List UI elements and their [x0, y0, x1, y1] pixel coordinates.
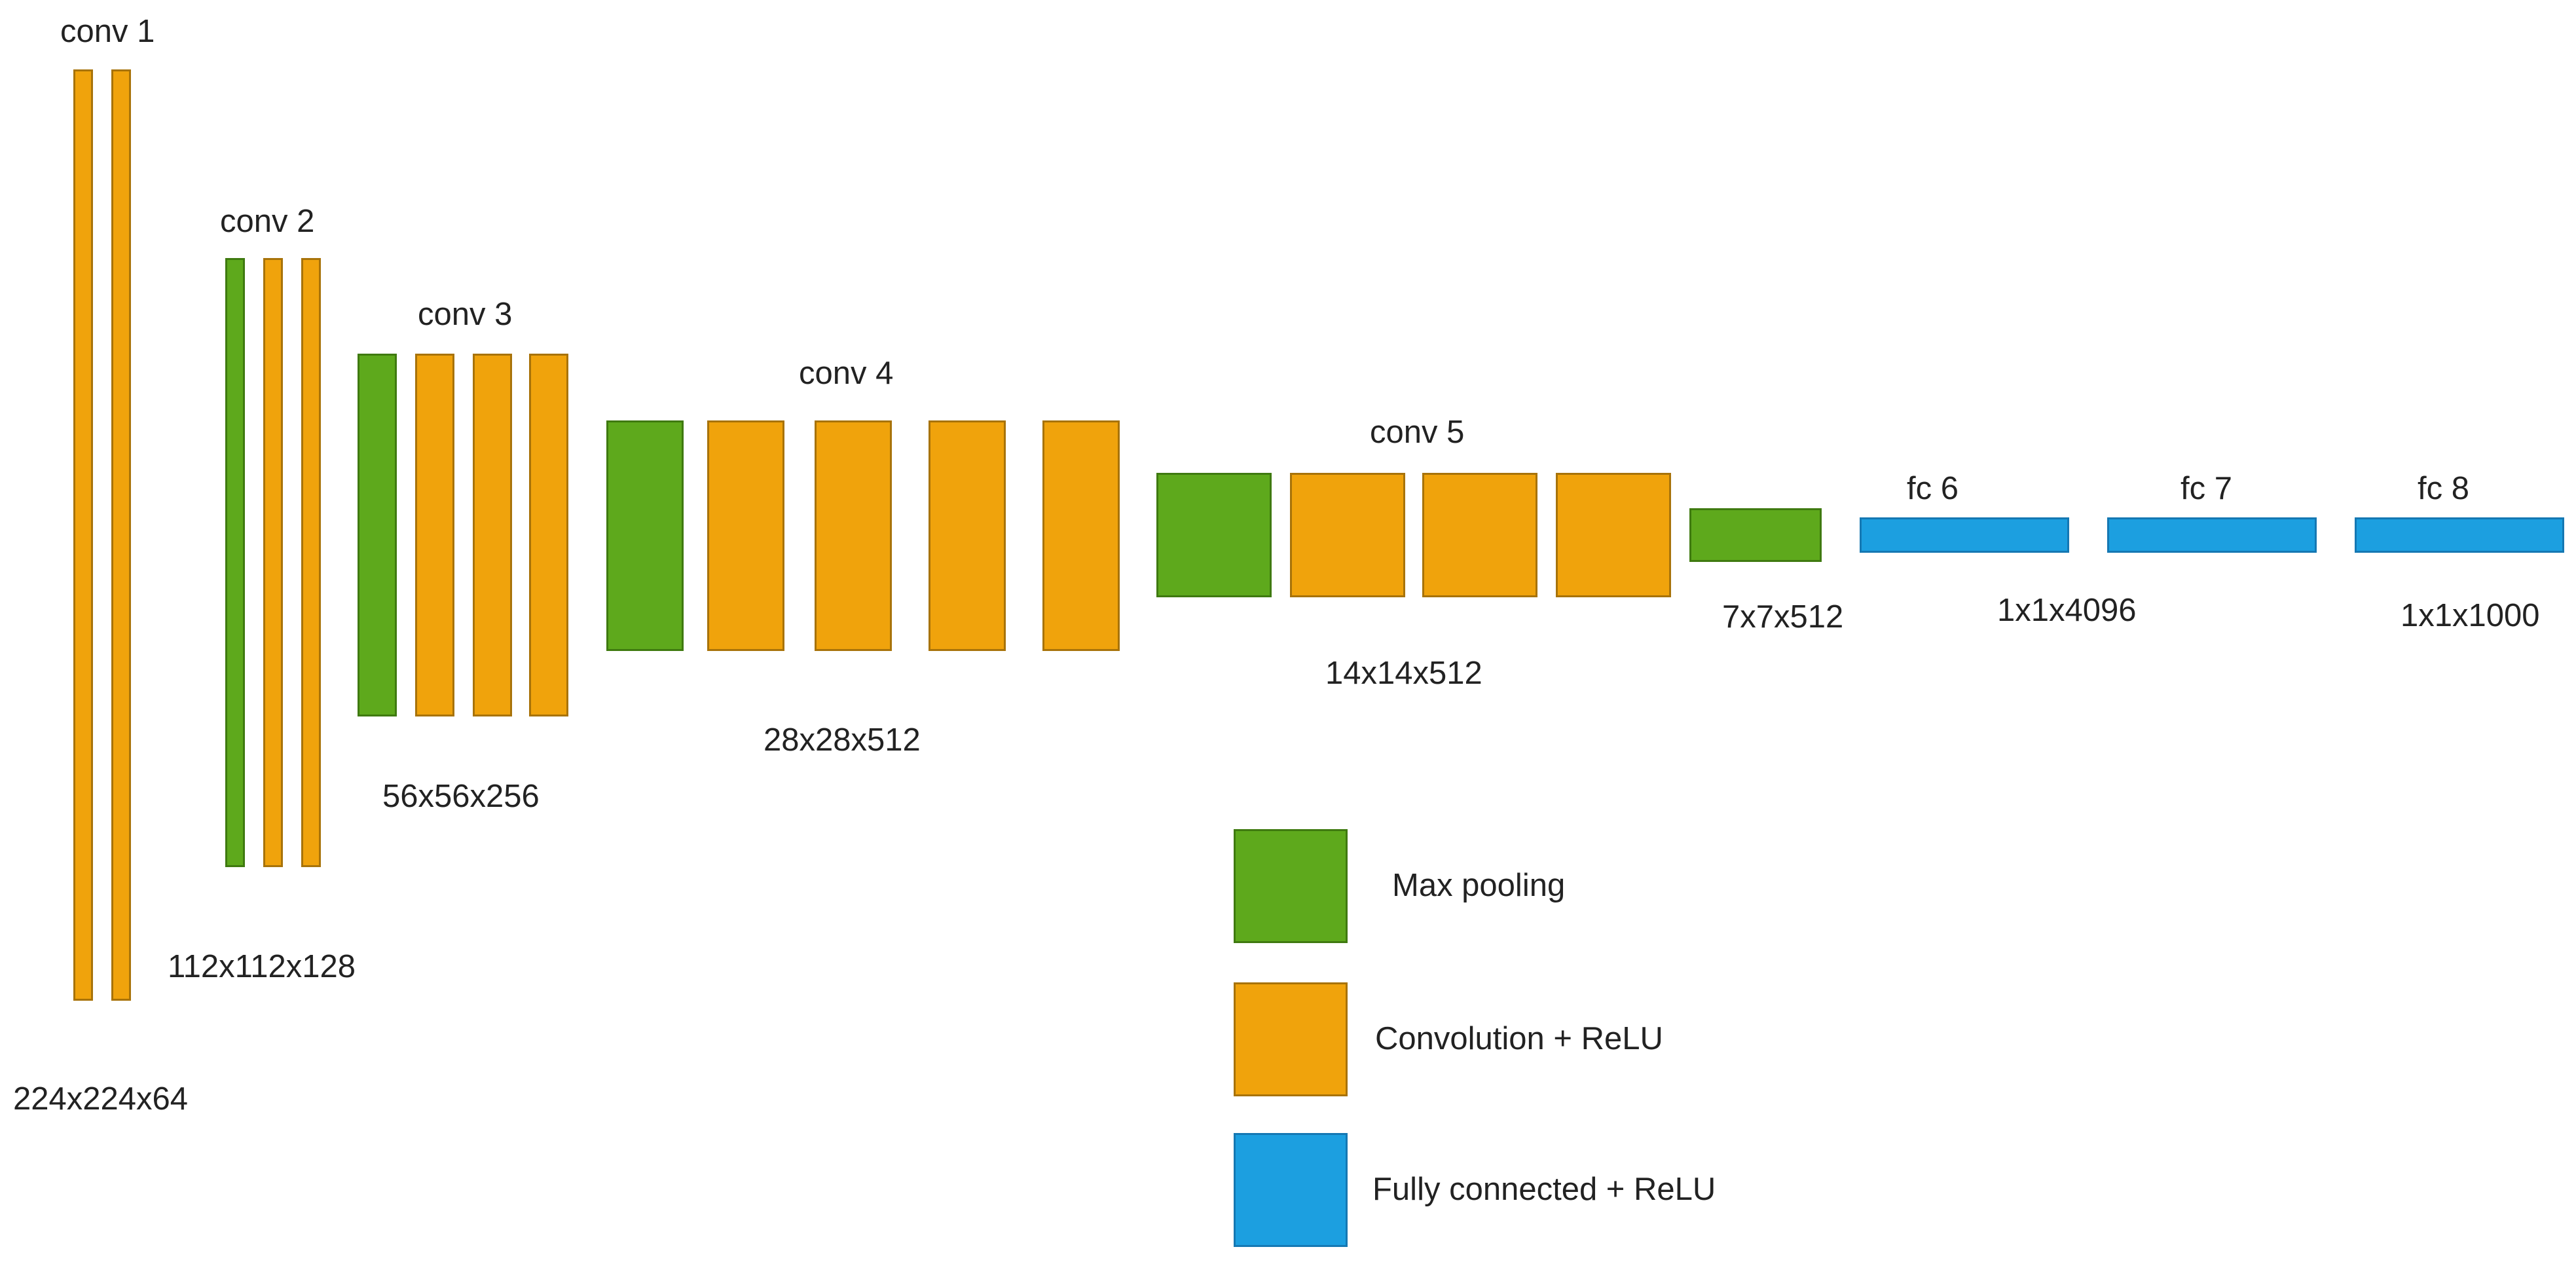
final-pool-block — [1689, 508, 1822, 562]
conv4-layer-1-block — [707, 420, 784, 651]
conv1-layer-2-block — [111, 69, 131, 1001]
conv5-layer-2-block — [1422, 473, 1537, 597]
conv5-dims-label: 14x14x512 — [1325, 656, 1482, 691]
fc8-block — [2355, 517, 2564, 553]
conv3-layer-3-block — [529, 354, 568, 716]
conv4-dims-label: 28x28x512 — [764, 722, 921, 758]
conv4-layer-3-block — [929, 420, 1006, 651]
fc8-label: fc 8 — [2418, 471, 2469, 506]
fc6-dims-label: 1x1x4096 — [1997, 593, 2137, 628]
conv1-dims-label: 224x224x64 — [13, 1081, 189, 1117]
conv3-layer-2-block — [473, 354, 512, 716]
fc6-label: fc 6 — [1907, 471, 1959, 506]
conv1-layer-1-block — [73, 69, 93, 1001]
legend-pool-label: Max pooling — [1392, 868, 1566, 903]
legend-conv-swatch — [1234, 982, 1348, 1096]
fc7-label: fc 7 — [2180, 471, 2232, 506]
conv5-layer-1-block — [1290, 473, 1405, 597]
fc7-block — [2107, 517, 2317, 553]
conv4-layer-2-block — [815, 420, 892, 651]
conv4-layer-4-block — [1042, 420, 1120, 651]
conv5-label: conv 5 — [1370, 415, 1465, 450]
conv5-layer-3-block — [1556, 473, 1671, 597]
conv3-dims-label: 56x56x256 — [382, 779, 540, 814]
fc8-dims-label: 1x1x1000 — [2401, 598, 2540, 633]
conv4-label: conv 4 — [799, 356, 894, 391]
conv3-pool-block — [358, 354, 397, 716]
conv5-pool-block — [1156, 473, 1272, 597]
conv2-layer-1-block — [263, 258, 283, 867]
conv2-layer-2-block — [301, 258, 321, 867]
conv2-pool-block — [225, 258, 245, 867]
fc6-block — [1860, 517, 2069, 553]
legend-fc-swatch — [1234, 1133, 1348, 1247]
conv2-label: conv 2 — [220, 204, 315, 239]
conv3-label: conv 3 — [418, 297, 513, 332]
conv1-label: conv 1 — [60, 14, 155, 49]
conv2-dims-label: 112x112x128 — [168, 949, 356, 984]
legend-fc-label: Fully connected + ReLU — [1372, 1172, 1716, 1207]
conv3-layer-1-block — [415, 354, 454, 716]
legend-pool-swatch — [1234, 829, 1348, 943]
legend-conv-label: Convolution + ReLU — [1375, 1021, 1663, 1056]
conv4-pool-block — [606, 420, 684, 651]
final-pool-dims-label: 7x7x512 — [1722, 599, 1844, 635]
